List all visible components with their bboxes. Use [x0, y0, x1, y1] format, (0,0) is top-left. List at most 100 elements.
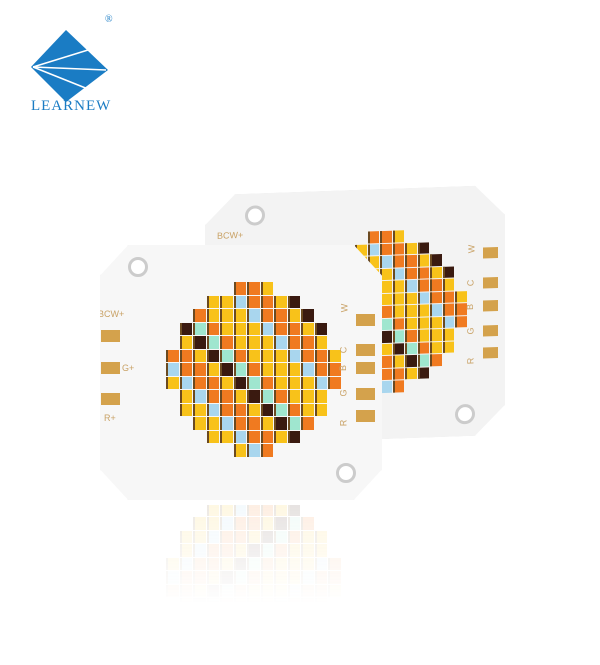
led-chip [234, 363, 247, 376]
led-chip [301, 558, 314, 571]
led-chip [288, 531, 301, 544]
led-chip [430, 316, 442, 328]
led-chip [220, 531, 233, 544]
label-bcw: BCW+ [217, 230, 243, 241]
led-chip [455, 316, 467, 328]
led-chip [180, 545, 193, 558]
led-chip [220, 612, 233, 625]
label-r-plus: R+ [104, 413, 116, 423]
led-chip [261, 296, 274, 309]
led-chip [193, 518, 206, 531]
led-chip [288, 296, 301, 309]
led-chip [274, 599, 287, 612]
led-chip [193, 336, 206, 349]
led-chip [234, 309, 247, 322]
led-chip [247, 518, 260, 531]
led-chip [166, 363, 179, 376]
led-chip [193, 323, 206, 336]
led-chip [220, 390, 233, 403]
led-chip [247, 390, 260, 403]
led-chip [261, 599, 274, 612]
led-chip [418, 354, 430, 366]
led-chip [207, 296, 220, 309]
led-chip [234, 417, 247, 430]
led-chip [247, 504, 260, 517]
led-chip [193, 377, 206, 390]
led-chip [301, 572, 314, 585]
led-chip [207, 404, 220, 417]
led-chip [261, 390, 274, 403]
led-chip [274, 431, 287, 444]
led-chip [430, 254, 442, 266]
led-chip [193, 417, 206, 430]
led-chip [207, 431, 220, 444]
led-chip [234, 599, 247, 612]
led-chip [274, 531, 287, 544]
led-chip [207, 639, 220, 652]
led-chip [220, 504, 233, 517]
led-chip [315, 323, 328, 336]
led-chip [247, 282, 260, 295]
led-chip [234, 653, 247, 665]
led-chip [220, 431, 233, 444]
led-chip [234, 585, 247, 598]
mount-hole [455, 404, 475, 425]
led-chip [315, 585, 328, 598]
led-chip [418, 292, 430, 304]
led-chip [207, 377, 220, 390]
led-chip [193, 350, 206, 363]
led-chip [288, 585, 301, 598]
led-chip [274, 626, 287, 639]
led-chip [180, 390, 193, 403]
led-chip [288, 572, 301, 585]
led-chip [207, 558, 220, 571]
led-chip [301, 390, 314, 403]
led-chip [328, 377, 341, 390]
led-chip [288, 558, 301, 571]
led-chip [261, 572, 274, 585]
led-chip [234, 296, 247, 309]
led-chip [180, 350, 193, 363]
led-chip [207, 599, 220, 612]
led-chip [247, 377, 260, 390]
led-chip [234, 504, 247, 517]
led-chip [180, 599, 193, 612]
led-chip [301, 309, 314, 322]
led-chip [301, 612, 314, 625]
led-chip [261, 431, 274, 444]
led-chip [261, 558, 274, 571]
led-chip [247, 363, 260, 376]
led-chip [220, 404, 233, 417]
led-chip [234, 336, 247, 349]
led-chip [207, 531, 220, 544]
led-chip [220, 377, 233, 390]
led-chip [166, 572, 179, 585]
led-chip [180, 323, 193, 336]
label-b: B [465, 304, 475, 310]
led-chip [405, 280, 417, 292]
led-chip [288, 309, 301, 322]
led-chip [443, 279, 455, 291]
led-chip [315, 572, 328, 585]
led-chip [247, 599, 260, 612]
led-chip [193, 363, 206, 376]
led-chip [180, 363, 193, 376]
led-chip [301, 350, 314, 363]
registered-mark: ® [105, 14, 113, 25]
led-chip [288, 612, 301, 625]
led-chip [234, 572, 247, 585]
led-chip [220, 350, 233, 363]
led-chip [180, 612, 193, 625]
led-chip [207, 572, 220, 585]
led-chip [166, 350, 179, 363]
led-chip [393, 330, 405, 342]
led-chip [288, 336, 301, 349]
led-chip [234, 626, 247, 639]
board-reflection [100, 505, 382, 605]
led-chip [193, 390, 206, 403]
led-chip [418, 329, 430, 341]
led-chip [288, 518, 301, 531]
led-chip [288, 431, 301, 444]
label-c: C [465, 280, 475, 287]
led-chip [261, 639, 274, 652]
